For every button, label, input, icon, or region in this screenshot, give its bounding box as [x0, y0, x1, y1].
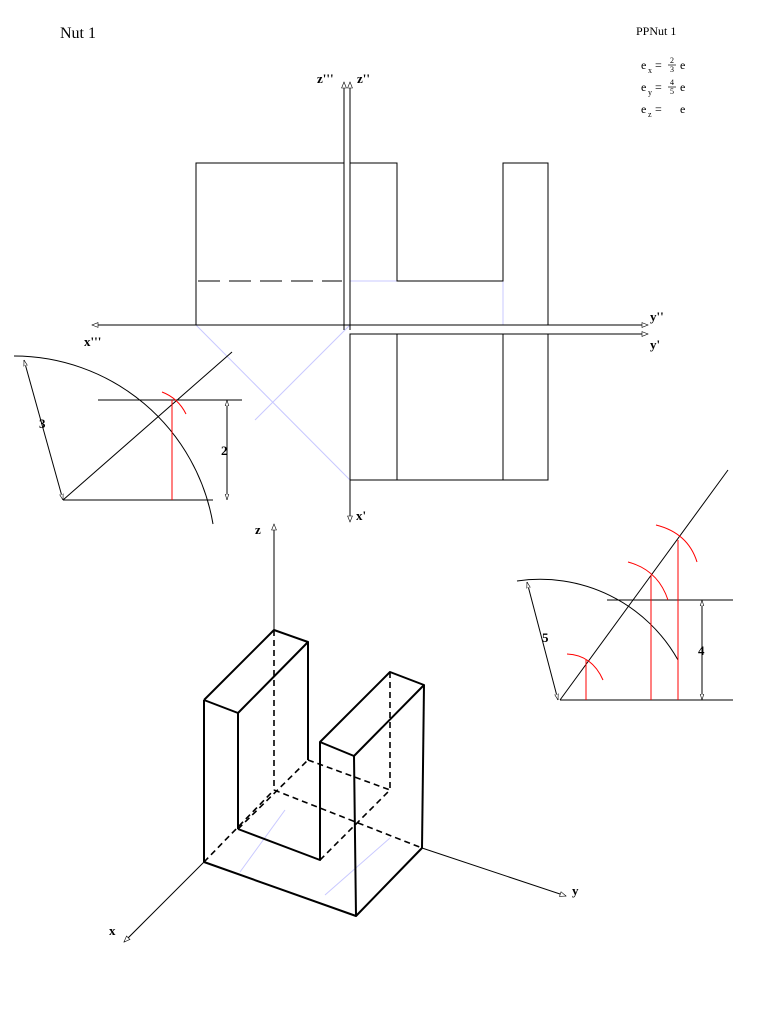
right-reduction-construction — [516, 469, 733, 700]
scale-factor-ez: e z = e — [641, 102, 685, 119]
svg-text:3: 3 — [670, 65, 674, 74]
label-z2: z'' — [357, 71, 370, 86]
nut-visible-edges — [203, 629, 425, 917]
left-reduction-construction — [13, 351, 242, 525]
label-x3: x''' — [84, 334, 101, 349]
side-view — [195, 162, 345, 326]
svg-text:=: = — [655, 102, 662, 116]
svg-text:=: = — [655, 80, 662, 94]
svg-text:e: e — [680, 58, 685, 72]
label-x: x — [109, 923, 116, 938]
svg-text:e: e — [641, 80, 646, 94]
label-z: z — [255, 522, 261, 537]
label-y1: y' — [650, 337, 660, 352]
scale-factor-ey: e y = 4 5 e — [641, 78, 685, 97]
dimension-3: 3 — [39, 416, 46, 431]
label-y: y — [572, 883, 579, 898]
dimension-2: 2 — [221, 443, 228, 458]
sheet-code: PPNut 1 — [636, 24, 676, 38]
label-z3: z''' — [317, 71, 334, 86]
scale-factor-ex: e x = 2 3 e — [641, 56, 685, 75]
front-view — [350, 162, 549, 325]
x-axis — [123, 861, 205, 943]
svg-text:=: = — [655, 58, 662, 72]
nut-hidden-edges — [203, 630, 423, 863]
dimension-4: 4 — [698, 643, 705, 658]
top-view — [349, 333, 549, 481]
svg-text:y: y — [648, 88, 652, 97]
svg-text:4: 4 — [670, 78, 674, 87]
svg-text:x: x — [648, 66, 652, 75]
drawing-title: Nut 1 — [60, 25, 96, 42]
ortho-axes — [91, 81, 649, 523]
dimension-5: 5 — [542, 630, 549, 645]
svg-text:e: e — [641, 58, 646, 72]
y-axis — [421, 847, 567, 897]
svg-text:e: e — [680, 102, 685, 116]
svg-text:e: e — [641, 102, 646, 116]
svg-text:2: 2 — [670, 56, 674, 65]
label-x1: x' — [356, 508, 366, 523]
label-y2: y'' — [650, 309, 664, 324]
svg-text:z: z — [648, 110, 652, 119]
svg-text:e: e — [680, 80, 685, 94]
svg-text:5: 5 — [670, 87, 674, 96]
axonometric-axes — [123, 523, 567, 943]
